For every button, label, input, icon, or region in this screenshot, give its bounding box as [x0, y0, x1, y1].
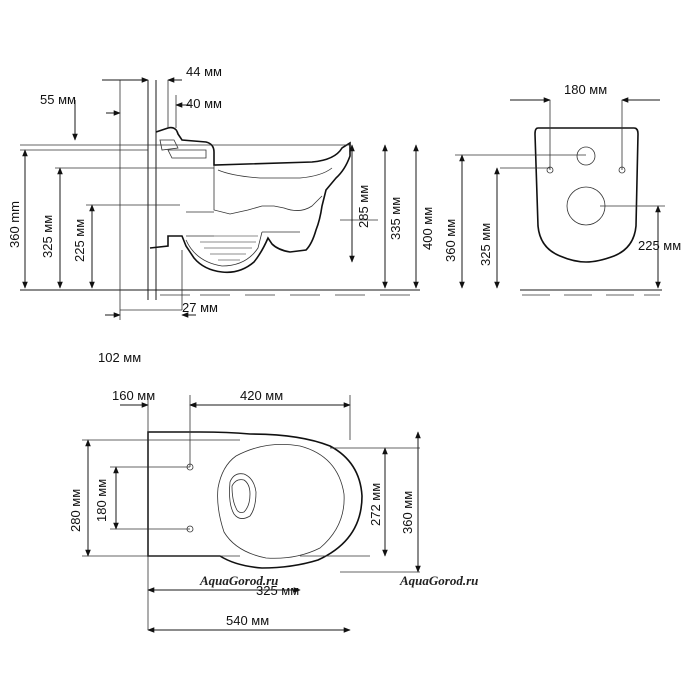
label-280: 280 мм: [68, 489, 83, 532]
label-160: 160 мм: [112, 388, 155, 403]
outlet-lines: [186, 211, 214, 237]
label-325: 325 мм: [40, 215, 55, 258]
label-front-360: 360 мм: [443, 219, 458, 262]
label-420: 420 мм: [240, 388, 283, 403]
toilet-front-outline: [534, 127, 639, 263]
label-360: 360 mm: [7, 201, 22, 248]
label-400: 400 мм: [420, 207, 435, 250]
label-540: 540 мм: [226, 613, 269, 628]
label-180-top: 180 мм: [94, 479, 109, 522]
label-front-180: 180 мм: [564, 82, 607, 97]
label-360-top: 360 мм: [400, 491, 415, 534]
label-front-225: 225 мм: [638, 238, 681, 253]
front-extension-lines: [455, 100, 665, 207]
extension-lines: [20, 144, 378, 233]
toilet-side-outline: [149, 126, 351, 274]
flush-inlet: [167, 149, 207, 159]
top-view: 160 мм 420 мм 280 мм 180 мм 272 мм 360 м…: [68, 388, 421, 633]
water-inlet-circle: [576, 146, 596, 166]
label-272: 272 мм: [368, 483, 383, 526]
label-55: 55 мм: [40, 92, 76, 107]
bowl-inner-line: [213, 165, 323, 215]
trap-inner: [185, 231, 263, 267]
label-front-325: 325 мм: [478, 223, 493, 266]
watermark-right: AquaGorod.ru: [399, 573, 478, 588]
rim-line: [217, 167, 333, 179]
bowl-rim: [217, 444, 345, 559]
label-335: 335 мм: [388, 197, 403, 240]
top-extension-lines: [82, 395, 420, 630]
label-285: 285 мм: [356, 185, 371, 228]
label-44: 44 мм: [186, 64, 222, 79]
water-hatch: [198, 235, 258, 261]
label-225: 225 мм: [72, 219, 87, 262]
side-view: 44 мм 55 мм 40 мм 360 mm 325 мм 225 мм 2…: [7, 64, 435, 365]
label-325-top: 325 мм: [256, 583, 299, 598]
outlet-circle: [566, 186, 606, 226]
label-40: 40 мм: [186, 96, 222, 111]
label-27: 27 мм: [182, 300, 218, 315]
toilet-top-outline: [147, 431, 363, 569]
watermark-left: AquaGorod.ru: [199, 573, 278, 588]
flush-opening: [229, 473, 257, 519]
flush-opening-inner: [231, 479, 251, 513]
extension-lines-vert: [119, 80, 183, 320]
fixing-bracket: [159, 139, 179, 151]
label-102: 102 мм: [98, 350, 141, 365]
front-view: 180 мм 360 мм 325 мм 225 мм: [443, 82, 681, 296]
